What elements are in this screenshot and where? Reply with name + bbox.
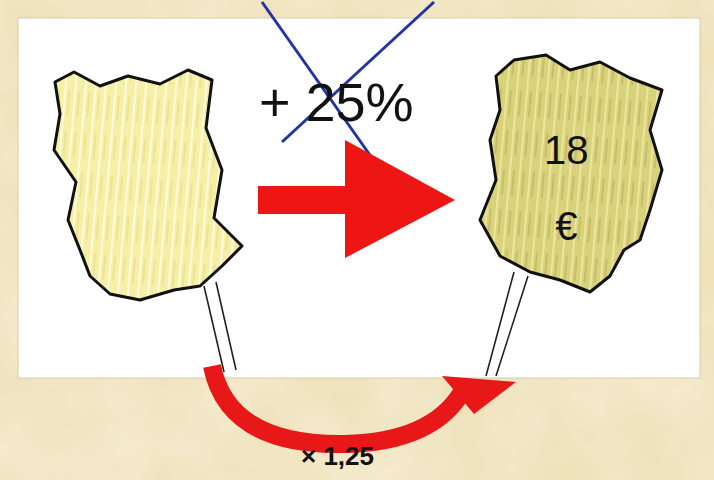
price-tag xyxy=(480,55,662,292)
curved-arrow xyxy=(212,366,462,444)
crossed-out-percentage: + 25% xyxy=(259,71,414,133)
price-tag-value: 18 € xyxy=(544,112,589,264)
tag-string xyxy=(204,282,236,372)
tag-string xyxy=(486,272,528,376)
red-arrow xyxy=(258,140,455,258)
price-tag xyxy=(54,70,242,300)
multiplier-label: × 1,25 xyxy=(301,441,374,472)
white-panel xyxy=(18,18,700,378)
curved-arrow-head xyxy=(442,376,516,414)
price-text: 18 € xyxy=(544,112,589,264)
